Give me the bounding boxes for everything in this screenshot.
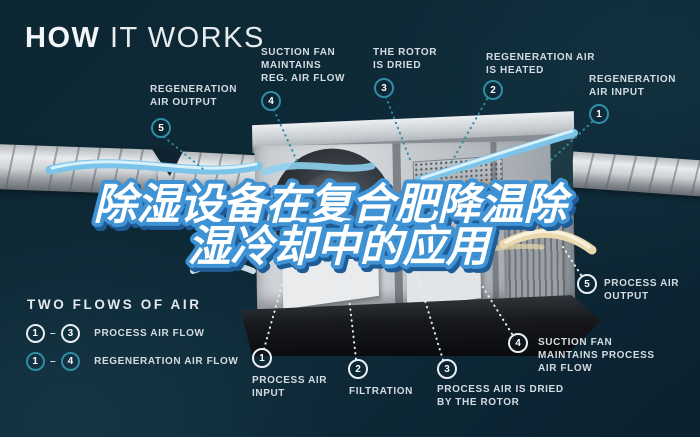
callout-label-process-air-output: PROCESS AIR OUTPUT (604, 278, 680, 302)
callout-number: 2 (490, 84, 496, 96)
callout-label-filtration: FILTRATION (349, 386, 413, 397)
title-word-light: IT WORKS (109, 22, 265, 54)
callout-label-regeneration-air-output: REGENERATION AIR OUTPUT (150, 84, 238, 108)
callout-circle-reg-5: 5 (151, 118, 171, 138)
left-duct-segment-a (0, 144, 165, 195)
legend-circle: 3 (61, 324, 81, 343)
legend-circle: 4 (61, 352, 81, 371)
interior-panel (406, 230, 482, 308)
callout-circle-reg-4: 4 (261, 91, 281, 111)
legend-label-regeneration-air-flow: REGENERATION AIR FLOW (94, 356, 239, 367)
callout-circle-proc-1: 1 (252, 348, 272, 368)
callout-number: 2 (355, 363, 361, 375)
callout-circle-reg-3: 3 (374, 78, 394, 98)
callout-number: 4 (268, 95, 274, 107)
legend-heading: TWO FLOWS OF AIR (27, 297, 202, 312)
air-inlet-opening (550, 140, 576, 197)
callout-number: 5 (584, 278, 590, 290)
callout-label-suction-fan-process: SUCTION FAN MAINTAINS PROCESS AIR FLOW (538, 337, 655, 374)
callout-number: 3 (444, 363, 450, 375)
callout-number: 5 (158, 122, 164, 134)
callout-label-regeneration-air-input: REGENERATION AIR INPUT (589, 74, 677, 98)
legend-dash: – (50, 328, 57, 339)
callout-label-suction-fan-reg: SUCTION FAN MAINTAINS REG. AIR FLOW (261, 47, 346, 84)
legend-row-process: 1 – 3 PROCESS AIR FLOW (26, 324, 205, 343)
legend-circle: 1 (26, 324, 45, 343)
title-word-bold: HOW (25, 22, 101, 54)
machine-body (254, 140, 576, 309)
callout-label-process-air-input: PROCESS AIR INPUT (252, 375, 328, 399)
callout-circle-proc-3: 3 (437, 359, 457, 379)
callout-number: 4 (515, 337, 521, 349)
section-divider (392, 143, 404, 307)
filter-grille (503, 218, 568, 304)
legend-circle: 1 (26, 352, 45, 371)
page-title: HOW IT WORKS (25, 22, 265, 55)
callout-circle-reg-2: 2 (483, 80, 503, 100)
callout-number: 1 (259, 352, 265, 364)
callout-label-regeneration-air-heated: REGENERATION AIR IS HEATED (486, 52, 596, 76)
callout-circle-proc-5: 5 (577, 274, 597, 294)
callout-label-process-air-dried: PROCESS AIR IS DRIED BY THE ROTOR (437, 384, 564, 408)
callout-number: 1 (596, 108, 602, 120)
callout-circle-reg-1: 1 (589, 104, 609, 124)
legend-dash: – (50, 356, 57, 367)
legend-label-process-air-flow: PROCESS AIR FLOW (94, 328, 205, 339)
callout-circle-proc-2: 2 (348, 359, 368, 379)
callout-number: 3 (381, 82, 387, 94)
interior-panel (282, 233, 380, 309)
legend-row-regeneration: 1 – 4 REGENERATION AIR FLOW (26, 352, 238, 371)
dehumidifier-unit (248, 109, 604, 367)
callout-circle-proc-4: 4 (508, 333, 528, 353)
callout-label-rotor-dried: THE ROTOR IS DRIED (373, 47, 438, 71)
